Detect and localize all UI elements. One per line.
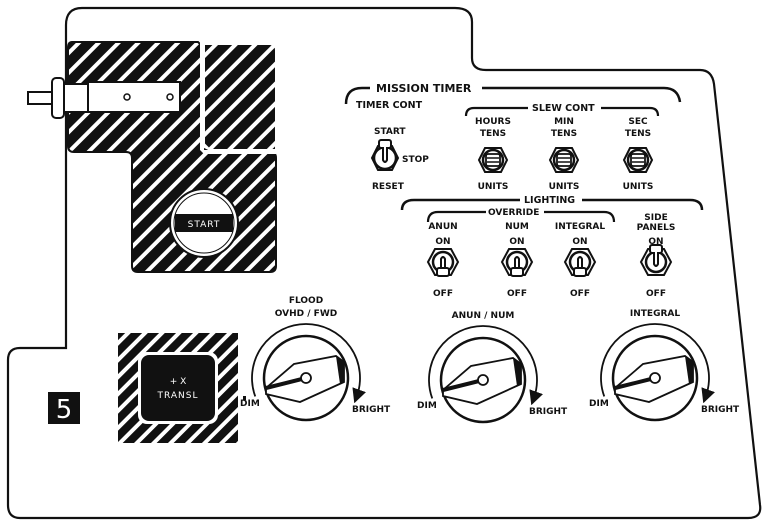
override-label: OVERRIDE	[488, 208, 539, 218]
timer-stop-label: STOP	[402, 155, 429, 165]
lighting-switch-off-label: OFF	[433, 289, 453, 299]
lighting-switch-off-label: OFF	[646, 289, 666, 299]
knob-direction-arc	[428, 325, 543, 406]
lighting-switch-num[interactable]: NUM ON OFF	[500, 222, 534, 299]
slew-cont-label: SLEW CONT	[532, 103, 595, 114]
start-button-label: START	[188, 220, 221, 230]
slew-switch-label-top2: TENS	[480, 129, 506, 139]
knob-min-label: DIM	[240, 399, 260, 409]
slew-switch-label-bottom: UNITS	[549, 182, 580, 192]
knob-title2: INTEGRAL	[630, 309, 680, 319]
mission-timer-title: MISSION TIMER	[376, 82, 472, 95]
slew-switches: HOURS TENS UNITS MIN TENS UNITS SEC TENS UNITS	[475, 117, 653, 192]
lighting-title: LIGHTING	[524, 195, 575, 206]
knob-direction-arc	[251, 323, 366, 404]
slew-cont-bracket	[464, 106, 660, 117]
lighting-knobs: FLOOD OVHD / FWD DIM BRIGHT ANUN / NUM DIM BRI…	[240, 296, 740, 424]
override-bracket	[426, 210, 616, 223]
lighting-switch-anun[interactable]: ANUN ON OFF	[426, 222, 460, 299]
lighting-switch-name: NUM	[505, 222, 529, 232]
knob-max-label: BRIGHT	[529, 407, 568, 417]
timer-cont-switch[interactable]: START STOP RESET	[370, 127, 429, 192]
panel-number: 5	[56, 395, 73, 425]
slew-switch-label-top2: TENS	[625, 129, 651, 139]
lighting-switch-on-label: ON	[435, 237, 450, 247]
lighting-switch-off-label: OFF	[507, 289, 527, 299]
slew-switch-label-top2: TENS	[551, 129, 577, 139]
lighting-switches: ANUNONOFFNUMONOFFINTEGRALONOFFSIDEPANELS…	[426, 213, 676, 299]
knob-flood[interactable]: FLOOD OVHD / FWD DIM BRIGHT	[240, 296, 391, 422]
transl-button[interactable]: + X TRANSL	[118, 333, 238, 443]
slew-switch-label-bottom: UNITS	[478, 182, 509, 192]
knob-integral[interactable]: INTEGRAL DIM BRIGHT	[589, 309, 740, 422]
knob-direction-arc	[600, 323, 715, 404]
slew-switch-hours[interactable]: HOURS TENS UNITS	[475, 117, 511, 192]
knob-min-label: DIM	[417, 401, 437, 411]
knob-title2: OVHD / FWD	[275, 309, 337, 319]
lighting-switch-name: INTEGRAL	[555, 222, 605, 232]
knob-anun-num[interactable]: ANUN / NUM DIM BRIGHT	[417, 311, 568, 424]
lighting-switch-name: ANUN	[428, 222, 457, 232]
knob-min-label: DIM	[589, 399, 609, 409]
transl-button-line1: + X	[170, 377, 187, 387]
lighting-switch-on-label: ON	[572, 237, 587, 247]
latch-handle[interactable]	[27, 77, 181, 119]
timer-start-label: START	[374, 127, 406, 137]
lighting-switch-name: SIDE	[644, 213, 667, 223]
slew-switch-min[interactable]: MIN TENS UNITS	[549, 117, 580, 192]
lighting-switch-name2: PANELS	[637, 223, 676, 233]
transl-button-line2: TRANSL	[156, 391, 198, 401]
mission-timer-bracket	[344, 86, 682, 105]
lighting-switch-on-label: ON	[509, 237, 524, 247]
slew-switch-label-top1: HOURS	[475, 117, 511, 127]
slew-switch-label-top1: MIN	[554, 117, 574, 127]
timer-reset-label: RESET	[372, 182, 405, 192]
knob-title1: FLOOD	[289, 296, 323, 306]
knob-max-label: BRIGHT	[352, 405, 391, 415]
lighting-bracket	[400, 198, 704, 211]
lighting-switch-off-label: OFF	[570, 289, 590, 299]
start-button[interactable]: START	[169, 188, 239, 258]
panel-number-badge: 5	[48, 392, 80, 425]
slew-switch-label-top1: SEC	[628, 117, 648, 127]
lighting-switch-integral[interactable]: INTEGRAL ON OFF	[555, 222, 605, 299]
slew-switch-sec[interactable]: SEC TENS UNITS	[623, 117, 654, 192]
knob-max-label: BRIGHT	[701, 405, 740, 415]
timer-cont-label: TIMER CONT	[356, 100, 423, 111]
slew-switch-label-bottom: UNITS	[623, 182, 654, 192]
knob-title2: ANUN / NUM	[452, 311, 515, 321]
lighting-switch-on-label: ON	[648, 237, 663, 247]
